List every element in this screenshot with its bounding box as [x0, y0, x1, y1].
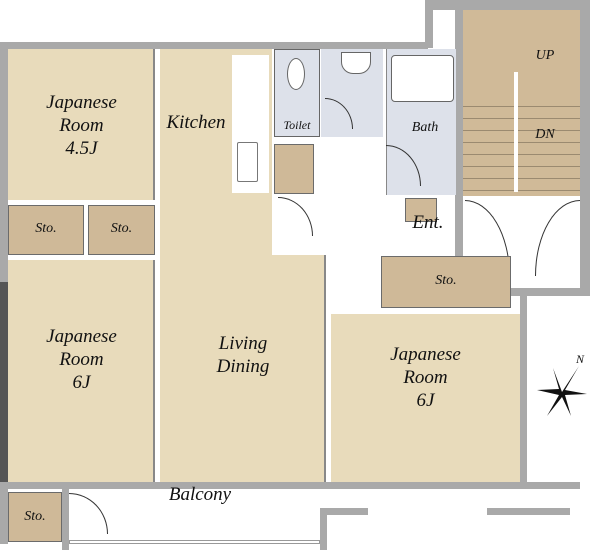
door-icon[interactable] — [535, 200, 580, 276]
wall-balcony-left — [62, 488, 69, 550]
storage-label: Sto. — [24, 509, 46, 524]
room-label: 6J — [416, 389, 435, 411]
room-label: Living — [218, 333, 268, 354]
door-icon[interactable] — [278, 197, 313, 236]
stairs-up-label: UP — [535, 48, 555, 63]
storage-label: Sto. — [110, 221, 133, 236]
room-label: Dining — [216, 355, 270, 377]
room-label: Room — [59, 348, 104, 370]
room-label: Japanese — [46, 92, 117, 113]
room-label: Japanese — [46, 326, 117, 347]
bathtub-icon — [391, 55, 454, 102]
wall-left — [0, 42, 8, 282]
stairs-down-label: DN — [535, 127, 555, 142]
storage-3 — [381, 256, 511, 308]
toilet-icon — [287, 58, 305, 90]
wall-stair-top — [425, 0, 590, 10]
wall-stair-left — [425, 0, 433, 48]
wall-left-lower — [0, 282, 8, 482]
sink-icon — [237, 142, 258, 182]
door-icon[interactable] — [69, 493, 108, 534]
stair-steps — [463, 95, 580, 195]
stair-handrail — [514, 72, 518, 192]
room-label: Balcony — [168, 484, 232, 505]
wall-balcony-ledge — [320, 508, 368, 515]
wall-stair-inner — [455, 10, 463, 295]
room-label: Ent. — [412, 212, 444, 233]
storage-4 — [8, 492, 62, 542]
wall-left-balcony — [0, 482, 8, 544]
wall-bottom — [0, 482, 580, 489]
room-label: Kitchen — [166, 112, 226, 133]
japanese-room-6j-right — [331, 314, 520, 482]
room-label: Room — [403, 366, 448, 388]
room-label: 6J — [72, 371, 91, 393]
room-label: 4.5J — [65, 137, 98, 159]
living-dining — [160, 255, 326, 482]
japanese-room-4-5j — [8, 49, 155, 200]
storage-2 — [88, 205, 155, 255]
wall-balcony-mid — [320, 508, 327, 550]
washbasin-icon — [341, 52, 371, 74]
balcony-rail — [69, 540, 320, 544]
room-label: Room — [59, 114, 104, 136]
storage-closet — [274, 144, 314, 194]
japanese-room-6j-left — [8, 260, 155, 482]
storage-label: Sto. — [435, 273, 457, 288]
room-label: Bath — [411, 120, 439, 135]
wall-stair-right — [580, 0, 590, 295]
room-label: Toilet — [283, 118, 311, 132]
room-label: Japanese — [390, 344, 461, 365]
wall-top — [0, 42, 428, 49]
kitchen-counter — [232, 55, 269, 193]
storage-1 — [8, 205, 84, 255]
compass-north-label: N — [575, 352, 584, 366]
shoe-cabinet — [405, 198, 437, 222]
compass-icon — [537, 366, 587, 416]
wall-right — [520, 288, 527, 482]
storage-label: Sto. — [35, 221, 57, 236]
wall-balcony-right — [487, 508, 570, 515]
